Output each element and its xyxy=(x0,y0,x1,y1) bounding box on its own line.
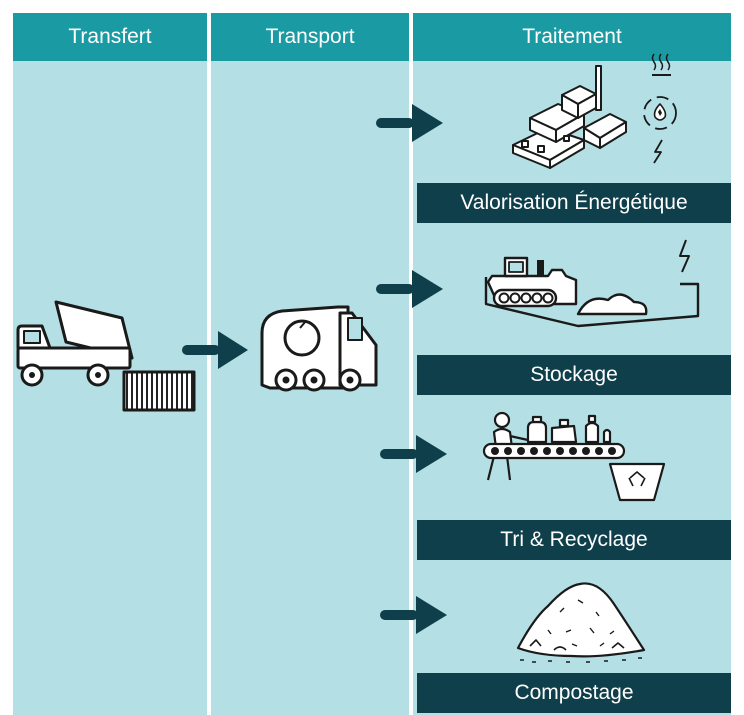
waste-to-energy-plant-icon xyxy=(512,53,677,169)
sorting-conveyor-icon xyxy=(482,411,666,502)
transfert-header: Transfert xyxy=(13,13,207,61)
arrow-to-stockage xyxy=(376,270,443,308)
banner-compostage: Compostage xyxy=(417,673,731,713)
banner-stockage: Stockage xyxy=(417,355,731,395)
arrow-to-compostage xyxy=(380,596,447,634)
transport-header: Transport xyxy=(211,13,409,61)
banner-tri-recyclage: Tri & Recyclage xyxy=(417,520,731,560)
landfill-compactor-icon xyxy=(484,239,700,328)
column-divider xyxy=(207,13,211,715)
arrow-to-tri-recyclage xyxy=(380,435,447,473)
traitement-header: Traitement xyxy=(413,13,731,61)
tipper-truck-with-container-icon xyxy=(16,300,196,412)
arrow-transfert-to-transport xyxy=(182,331,248,369)
banner-valorisation-energetique: Valorisation Énergétique xyxy=(417,183,731,223)
collection-truck-icon xyxy=(260,305,378,392)
column-divider xyxy=(409,13,413,715)
arrow-to-valorisation xyxy=(376,104,443,142)
compost-pile-icon xyxy=(516,582,646,663)
